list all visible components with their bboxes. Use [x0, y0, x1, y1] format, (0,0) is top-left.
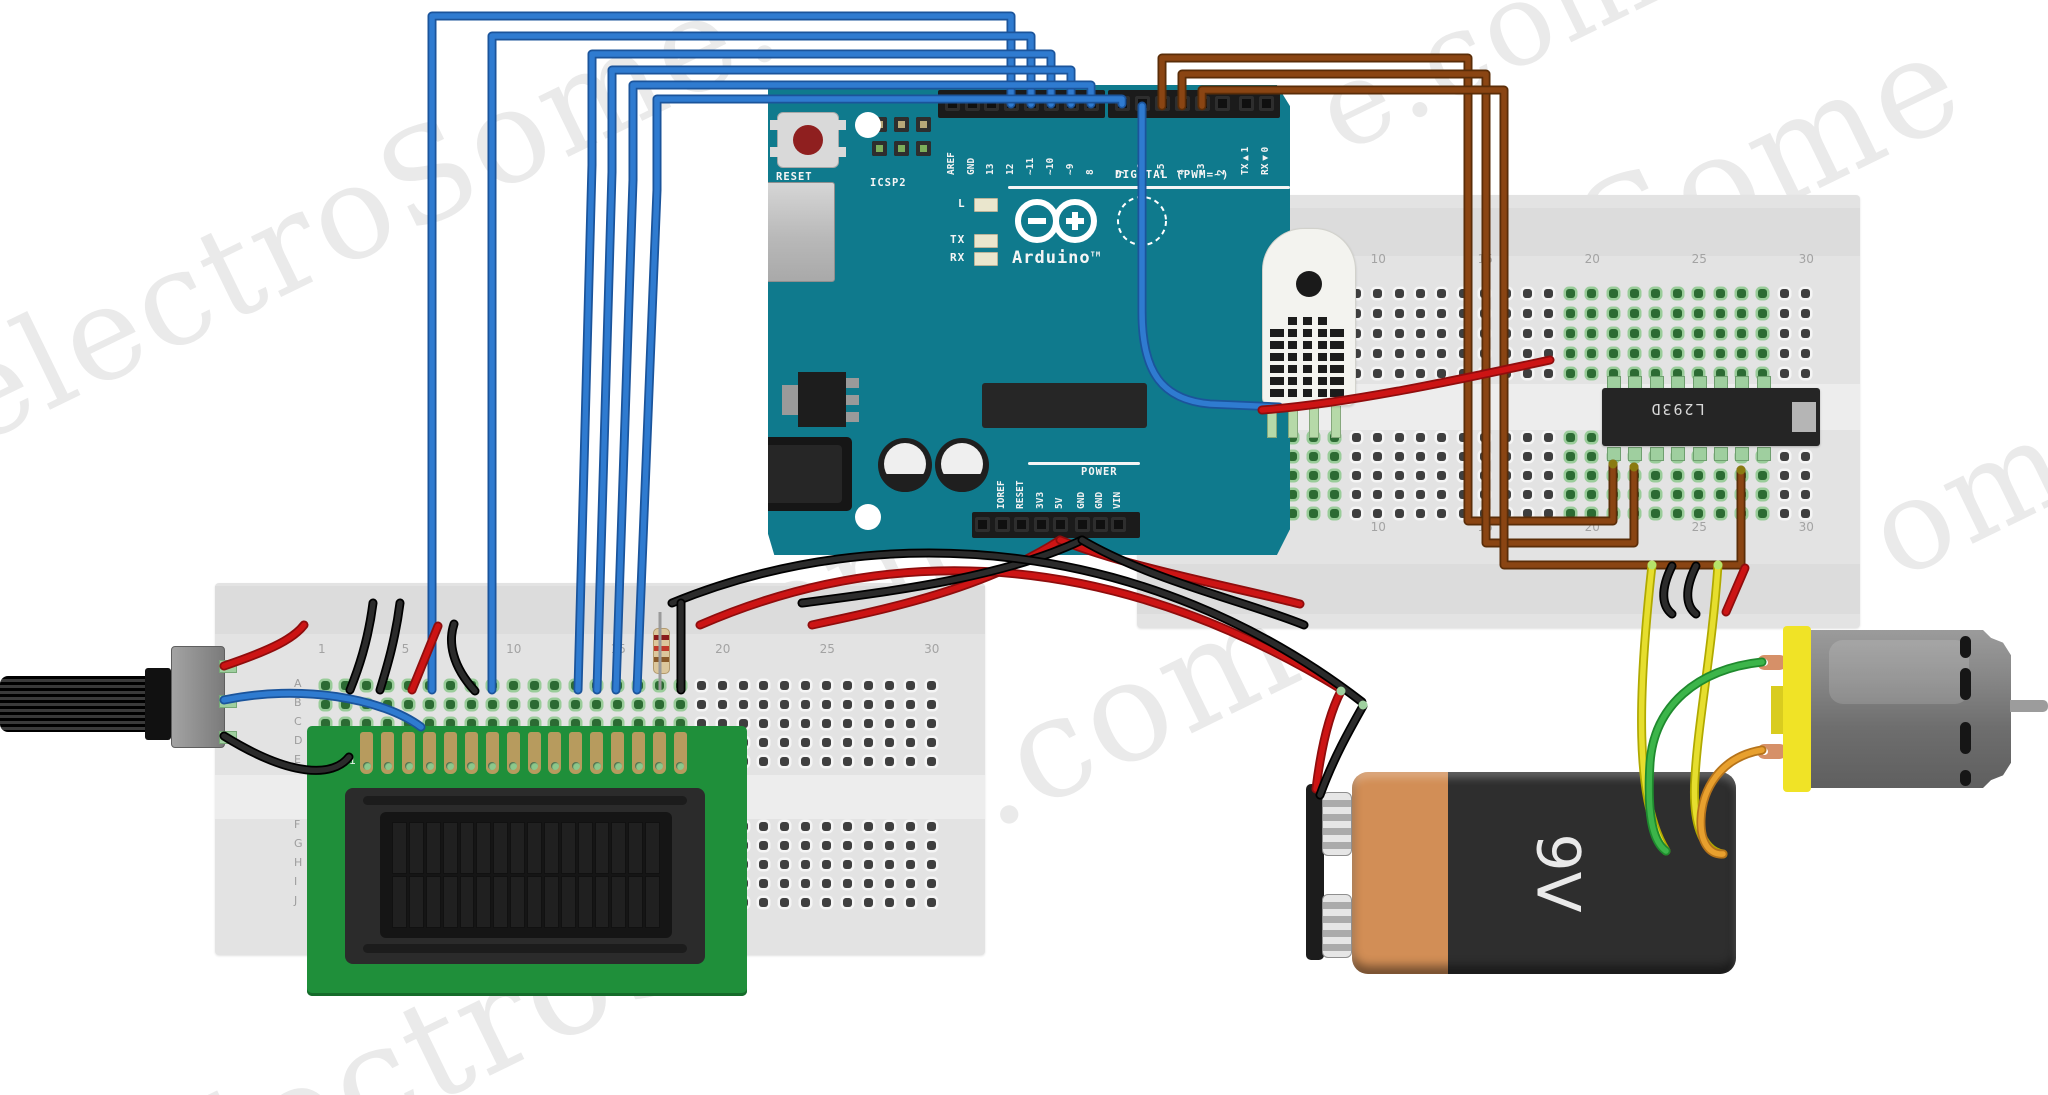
led-tx	[974, 234, 998, 248]
row-letter: B	[294, 696, 302, 709]
voltage-regulator	[782, 372, 859, 427]
capacitor	[935, 438, 989, 492]
mcu-chip	[982, 383, 1147, 428]
power-pin-label: VIN	[1112, 491, 1123, 509]
column-number: 1	[318, 642, 326, 656]
digital-pin-label: ~6	[1136, 163, 1147, 175]
watermark-text: e.com	[1295, 0, 1681, 180]
watermark-text: om	[1845, 387, 2048, 608]
power-pin-label: 5V	[1054, 497, 1065, 509]
barrel-jack	[768, 437, 852, 511]
column-number: 15	[1477, 520, 1493, 534]
led-tx-label: TX	[950, 233, 966, 246]
column-number: 20	[1584, 520, 1600, 534]
lcd-bezel	[345, 788, 705, 964]
column-number: 15	[1477, 252, 1493, 266]
row-letter: E	[294, 753, 301, 766]
resistor	[653, 628, 670, 674]
arduino-uno-board: RESET ICSP2 L TX RX ArduinoTM DIGITAL (P…	[768, 85, 1290, 555]
icsp-label: ICSP2	[870, 177, 907, 189]
row-letter: G	[294, 837, 303, 850]
battery-terminal	[1322, 894, 1352, 958]
row-letter: J	[294, 894, 298, 907]
power-pin-label: IOREF	[996, 480, 1007, 509]
column-number: 10	[1370, 252, 1386, 266]
power-pin-label: 3V3	[1035, 491, 1046, 509]
digital-pin-label: GND	[966, 157, 977, 175]
led-l-label: L	[958, 197, 966, 210]
lcd-pin1-label: 1	[349, 754, 356, 767]
reset-label: RESET	[776, 171, 813, 183]
mounting-hole	[855, 504, 881, 530]
digital-pin-label: ~3	[1196, 163, 1207, 175]
row-letter: C	[294, 715, 302, 728]
row-letter: I	[294, 875, 298, 888]
reset-button	[770, 112, 846, 168]
column-number: 10	[506, 642, 522, 656]
power-pin-label: GND	[1076, 491, 1087, 509]
digital-pin-label: 4	[1176, 169, 1187, 175]
column-number: 30	[924, 642, 940, 656]
motor-body	[1811, 630, 2011, 788]
column-number: 25	[1691, 520, 1707, 534]
column-number: 30	[1798, 252, 1814, 266]
potentiometer-body	[171, 646, 225, 748]
led-rx-label: RX	[950, 251, 966, 264]
arduino-brand: ArduinoTM	[1012, 248, 1102, 268]
mounting-hole	[855, 112, 881, 138]
lcd-16x2-module: 1	[307, 726, 747, 996]
dht22-sensor	[1262, 228, 1356, 406]
row-letter: D	[294, 734, 303, 747]
digital-pin-label: 13	[985, 163, 996, 175]
digital-caption: DIGITAL (PWM=~)	[1115, 168, 1230, 181]
potentiometer-shaft	[0, 676, 148, 732]
digital-pin-label: ~9	[1065, 163, 1076, 175]
digital-pin-label: 7	[1116, 169, 1127, 175]
dht22-vent-hole	[1296, 271, 1322, 297]
arduino-logo-icon	[1015, 196, 1167, 246]
watermark-text: electroSome.	[0, 0, 803, 475]
ic-notch	[1792, 402, 1816, 432]
column-number: 20	[715, 642, 731, 656]
row-letter: A	[294, 677, 302, 690]
usb-connector	[768, 182, 835, 282]
battery-terminal	[1322, 792, 1352, 856]
ic-label: L293D	[1649, 400, 1705, 418]
battery-connector	[1306, 784, 1324, 960]
power-pin-label: RESET	[1015, 480, 1026, 509]
row-letter: H	[294, 856, 303, 869]
column-number: 5	[401, 642, 410, 656]
column-number: 10	[1370, 520, 1386, 534]
digital-pin-label: TX▶1	[1240, 146, 1251, 175]
power-pin-label: GND	[1094, 491, 1105, 509]
divider-line	[1008, 186, 1290, 189]
column-number: 25	[819, 642, 835, 656]
battery-label: 9V	[1522, 833, 1593, 913]
motor-shaft	[2010, 700, 2048, 712]
column-number: 20	[1584, 252, 1600, 266]
lcd-screen	[380, 812, 672, 938]
column-number: 30	[1798, 520, 1814, 534]
digital-pin-label: AREF	[946, 152, 957, 175]
digital-pin-label: RX◀0	[1260, 146, 1271, 175]
motor-end-cap	[1783, 626, 1811, 792]
l293d-motor-driver-ic: L293D	[1602, 388, 1820, 446]
led-rx	[974, 252, 998, 266]
column-number: 15	[610, 642, 626, 656]
digital-pin-label: 8	[1085, 169, 1096, 175]
digital-pin-label: 12	[1005, 163, 1016, 175]
digital-pin-label: ~5	[1156, 163, 1167, 175]
capacitor	[878, 438, 932, 492]
row-letter: F	[294, 818, 301, 831]
digital-pin-label: ~11	[1025, 157, 1036, 175]
wire-red	[1313, 688, 1344, 792]
digital-pin-label: 2	[1216, 169, 1227, 175]
column-number: 25	[1691, 252, 1707, 266]
digital-pin-label: ~10	[1045, 157, 1056, 175]
led-l	[974, 198, 998, 212]
